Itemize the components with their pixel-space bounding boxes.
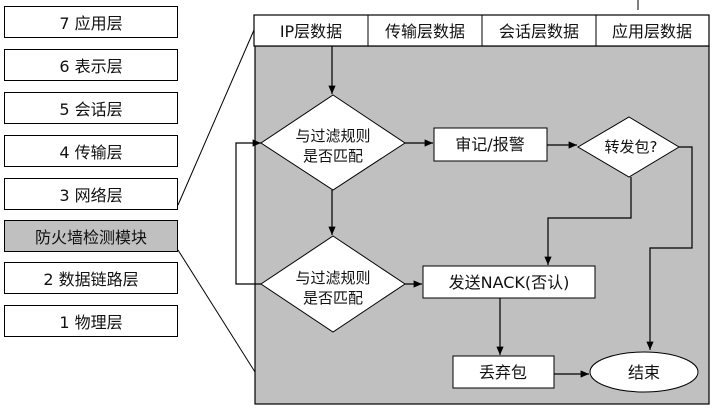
header-col-transport: 传输层数据	[385, 22, 465, 41]
drop-packet-box: 丢弃包	[452, 355, 555, 389]
svg-text:转发包?: 转发包?	[605, 138, 658, 156]
svg-text:与过滤规则: 与过滤规则	[295, 269, 370, 287]
zoom-line-bottom	[177, 249, 256, 373]
decision-filter-match-1: 与过滤规则 是否匹配	[260, 94, 406, 191]
osi-layer: 4 传输层	[4, 135, 178, 167]
end-terminal: 结束	[589, 351, 699, 393]
decision-filter-match-2: 与过滤规则 是否匹配	[260, 235, 406, 333]
header-col-session: 会话层数据	[499, 22, 579, 41]
osi-layer: 6 表示层	[4, 49, 178, 81]
header-col-application: 应用层数据	[612, 22, 692, 41]
osi-layer: 1 物理层	[4, 305, 178, 337]
svg-text:丢弃包: 丢弃包	[479, 363, 527, 382]
header-col-ip: IP层数据	[280, 22, 342, 41]
svg-text:与过滤规则: 与过滤规则	[295, 127, 370, 145]
osi-layer: 2 数据链路层	[4, 262, 178, 294]
svg-text:是否匹配: 是否匹配	[303, 289, 363, 307]
module-panel	[254, 45, 710, 405]
svg-text:审记/报警: 审记/报警	[455, 135, 524, 154]
audit-alarm-box: 审记/报警	[433, 127, 548, 162]
firewall-module-layer: 防火墙检测模块	[4, 220, 178, 252]
svg-text:发送NACK(否认): 发送NACK(否认)	[449, 273, 570, 292]
arrow-forward-to-end	[646, 146, 693, 350]
osi-layer: 5 会话层	[4, 92, 178, 124]
loop-arrow-decision2-to-decision1	[235, 139, 261, 285]
osi-layer: 3 网络层	[4, 178, 178, 210]
svg-text:是否匹配: 是否匹配	[303, 147, 363, 165]
arrow-forward-to-nack	[544, 177, 632, 265]
zoom-line-top	[177, 29, 255, 206]
osi-layer: 7 应用层	[4, 6, 178, 38]
svg-text:结束: 结束	[628, 363, 660, 382]
send-nack-box: 发送NACK(否认)	[422, 265, 596, 299]
decision-forward-packet: 转发包?	[577, 116, 680, 178]
header-row: IP层数据 传输层数据 会话层数据 应用层数据	[253, 14, 710, 47]
